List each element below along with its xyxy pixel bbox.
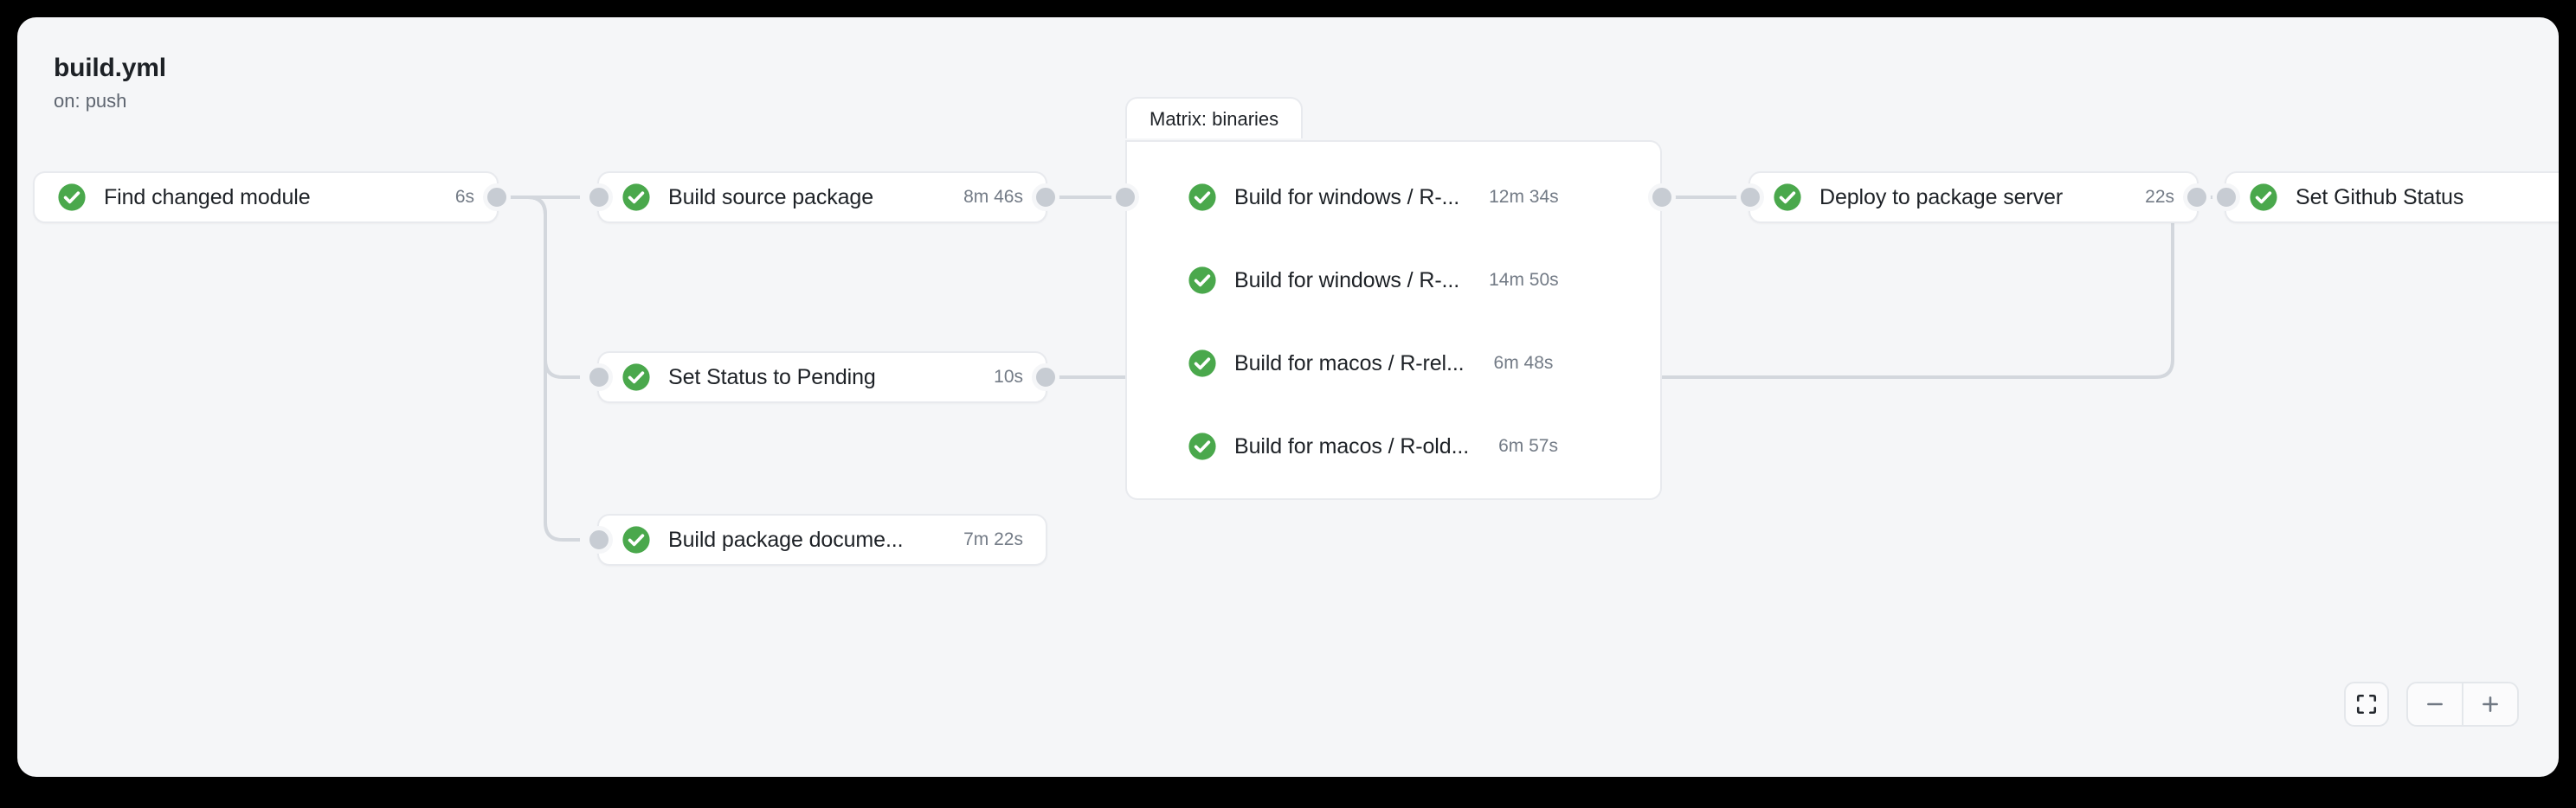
workflow-canvas[interactable]: build.yml on: push Matrix: binaries	[17, 17, 2559, 777]
minus-icon	[2427, 702, 2443, 706]
check-circle-icon	[1188, 433, 1216, 460]
matrix-group-tab-label: Matrix: binaries	[1150, 108, 1279, 130]
node-label: Build package docume...	[668, 527, 904, 552]
node-source-handle[interactable]	[2183, 183, 2211, 211]
page-title: build.yml	[54, 54, 166, 82]
node-target-handle[interactable]	[585, 526, 613, 554]
zoom-in-button[interactable]	[2463, 683, 2517, 725]
node-target-handle[interactable]	[2212, 183, 2240, 211]
matrix-group-body	[1125, 140, 1662, 500]
workflow-node-deploy-to-package-server[interactable]: Deploy to package server 22s	[1736, 171, 2211, 223]
check-circle-icon	[58, 183, 86, 211]
matrix-job-duration: 6m 48s	[1493, 353, 1554, 373]
check-circle-icon	[1774, 183, 1801, 211]
matrix-job-label: Build for windows / R-...	[1234, 267, 1460, 292]
check-circle-icon	[622, 526, 650, 554]
matrix-job-row[interactable]: Build for windows / R-... 14m 50s	[1188, 263, 1559, 298]
matrix-job-row[interactable]: Build for macos / R-rel... 6m 48s	[1188, 346, 1553, 381]
check-circle-icon	[1188, 183, 1216, 211]
viewport-controls	[2344, 682, 2519, 727]
workflow-node-set-github-status[interactable]: Set Github Status	[2212, 171, 2559, 223]
matrix-job-label: Build for windows / R-...	[1234, 184, 1460, 209]
node-duration: 6s	[454, 187, 474, 207]
check-circle-icon	[2250, 183, 2277, 211]
check-circle-icon	[1188, 349, 1216, 377]
matrix-job-duration: 14m 50s	[1489, 270, 1559, 290]
workflow-node-build-package-documentation[interactable]: Build package docume... 7m 22s	[585, 514, 1047, 566]
zoom-control-group	[2406, 682, 2519, 727]
matrix-job-duration: 12m 34s	[1489, 187, 1559, 207]
node-label: Deploy to package server	[1819, 184, 2064, 209]
node-duration: 22s	[2145, 187, 2174, 207]
matrix-job-label: Build for macos / R-rel...	[1234, 350, 1465, 375]
check-circle-icon	[1188, 266, 1216, 294]
matrix-job-row[interactable]: Build for macos / R-old... 6m 57s	[1188, 429, 1558, 464]
matrix-job-label: Build for macos / R-old...	[1234, 433, 1470, 459]
matrix-group-tab[interactable]: Matrix: binaries	[1125, 97, 1304, 138]
node-source-handle[interactable]	[1032, 363, 1059, 391]
zoom-control-divider	[2462, 683, 2463, 725]
edge-find-to-build-docs	[499, 196, 580, 542]
node-duration: 7m 22s	[963, 529, 1023, 549]
node-label: Build source package	[668, 184, 874, 209]
node-target-handle[interactable]	[585, 183, 613, 211]
node-label: Set Status to Pending	[668, 364, 876, 389]
matrix-group-target-handle[interactable]	[1111, 183, 1139, 211]
node-source-handle[interactable]	[483, 183, 511, 211]
node-label: Set Github Status	[2296, 184, 2464, 209]
check-circle-icon	[622, 183, 650, 211]
nodes-layer: Find changed module 6s Build source pack…	[17, 17, 2559, 777]
plus-icon	[2483, 696, 2498, 712]
node-target-handle[interactable]	[585, 363, 613, 391]
matrix-job-duration: 6m 57s	[1498, 436, 1558, 456]
node-label: Find changed module	[104, 184, 311, 209]
workflow-node-build-source-package[interactable]: Build source package 8m 46s	[585, 171, 1059, 223]
matrix-group-binaries[interactable]: Matrix: binaries Build for windows / R-.…	[1111, 97, 1676, 500]
workflow-node-set-status-to-pending[interactable]: Set Status to Pending 10s	[585, 351, 1059, 403]
node-duration: 8m 46s	[963, 187, 1023, 207]
fit-view-button[interactable]	[2344, 682, 2389, 727]
fit-screen-icon	[2356, 694, 2377, 715]
node-duration: 10s	[994, 367, 1023, 387]
workflow-header: build.yml on: push	[54, 54, 166, 112]
check-circle-icon	[622, 363, 650, 391]
node-source-handle[interactable]	[1032, 183, 1059, 211]
workflow-trigger-label: on: push	[54, 89, 127, 112]
node-target-handle[interactable]	[1736, 183, 1764, 211]
matrix-job-row[interactable]: Build for windows / R-... 12m 34s	[1188, 180, 1559, 215]
matrix-group-source-handle[interactable]	[1648, 183, 1676, 211]
zoom-out-button[interactable]	[2408, 683, 2462, 725]
workflow-node-find-changed-module[interactable]: Find changed module 6s	[33, 171, 511, 223]
